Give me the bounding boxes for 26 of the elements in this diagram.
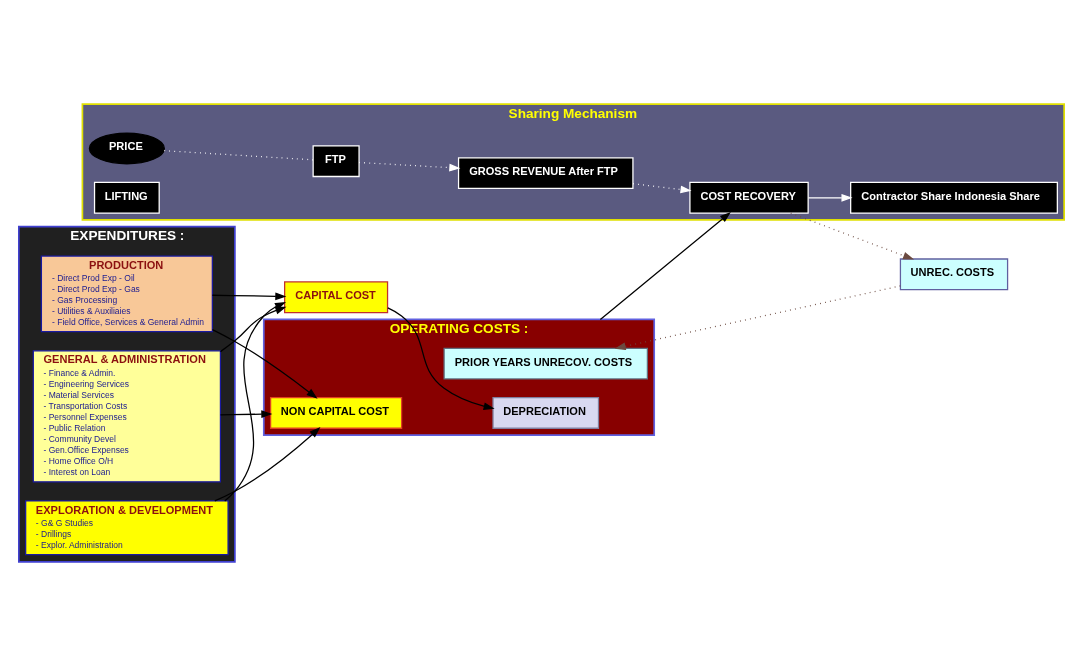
arrow xyxy=(358,161,461,172)
node-box: GENERAL & ADMINISTRATION - Finance & Admin. - Engineering Services - Material Services - Transportation Costs - Personnel Expenses - Public Relation - Community Devel - Gen.Office Expenses - Home Office O/H - Interest on Loan xyxy=(32,350,222,483)
arrow xyxy=(807,193,853,202)
arrow xyxy=(219,410,273,419)
node-box: UNREC. COSTS xyxy=(899,258,1009,291)
arrow xyxy=(614,285,901,351)
arrow xyxy=(387,307,495,410)
arrow xyxy=(211,329,318,399)
node-box: Contractor Share Indonesia Share xyxy=(850,181,1058,214)
node-box: PRIOR YEARS UNRECOV. COSTS xyxy=(443,347,649,380)
node-box: PRODUCTION - Direct Prod Exp - Oil - Direct Prod Exp - Gas - Gas Processing - Utilities & Auxiliaies - Field Office, Services & General Admin xyxy=(40,255,213,333)
arrow xyxy=(632,183,692,194)
node-box: FTP xyxy=(312,145,360,178)
node-box: GROSS REVENUE After FTP xyxy=(457,157,634,190)
node-box: EXPLORATION & DEVELOPMENT - G& G Studies - Drillings - Explor. Administration xyxy=(25,500,229,556)
node-box: CAPITAL COST xyxy=(284,281,389,314)
arrow xyxy=(219,306,287,353)
arrow xyxy=(599,211,731,321)
arrow xyxy=(211,292,287,301)
node-box: LIFTING xyxy=(93,181,160,214)
node-ellipse: PRICE xyxy=(88,132,165,165)
node-box: COST RECOVERY xyxy=(689,181,809,214)
arrow xyxy=(790,212,915,260)
node-box: DEPRECIATION xyxy=(492,397,600,429)
arrow xyxy=(214,427,321,502)
node-box: NON CAPITAL COST xyxy=(269,397,403,429)
